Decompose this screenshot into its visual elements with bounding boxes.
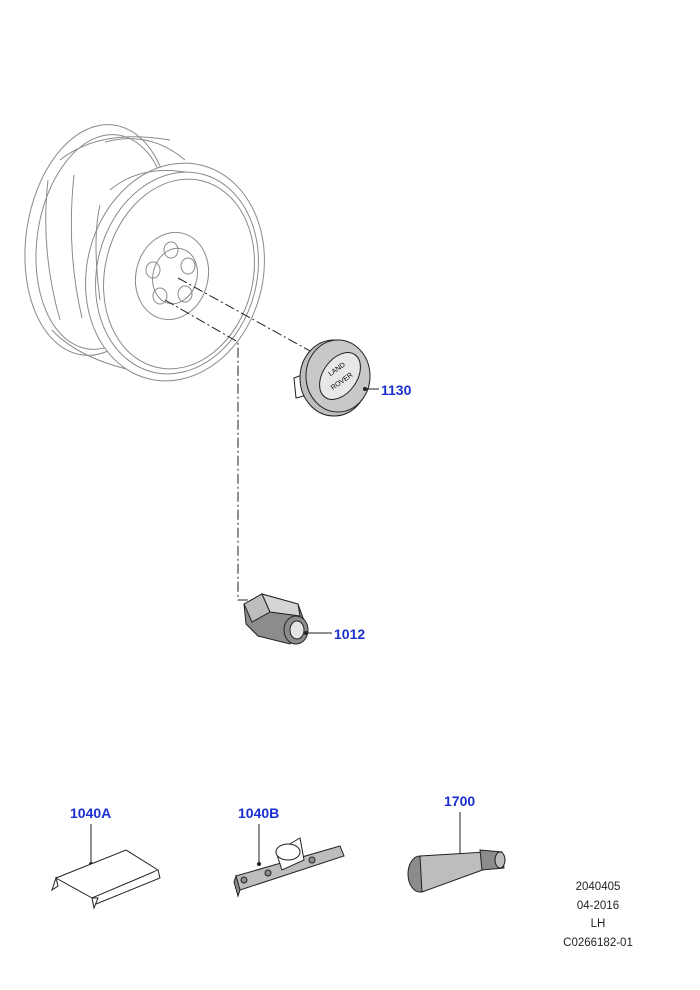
drawing-metadata: 2040405 04-2016 LH C0266182-01	[548, 878, 648, 952]
callout-1040B[interactable]: 1040B	[238, 805, 279, 821]
drawing-side: LH	[590, 918, 606, 930]
callout-1040A[interactable]: 1040A	[70, 805, 111, 821]
drawing-date: 04-2016	[576, 899, 620, 912]
callout-1012[interactable]: 1012	[334, 626, 365, 642]
wheel-weight-clip-on[interactable]	[51, 849, 161, 910]
tyre-valve[interactable]	[407, 849, 506, 893]
callout-1700[interactable]: 1700	[444, 793, 475, 809]
nut-assembly-line	[164, 299, 258, 601]
center-cap[interactable]: LAND ROVER	[293, 339, 371, 417]
drawing-code: 2040405	[575, 881, 621, 893]
wheel-nut[interactable]	[243, 593, 309, 645]
cap-assembly-line	[177, 277, 331, 363]
callout-1130[interactable]: 1130	[381, 382, 412, 398]
wheel-rim[interactable]	[11, 115, 287, 400]
drawing-ref: C0266182-01	[563, 936, 633, 949]
wheel-weight-adhesive[interactable]	[233, 837, 345, 898]
